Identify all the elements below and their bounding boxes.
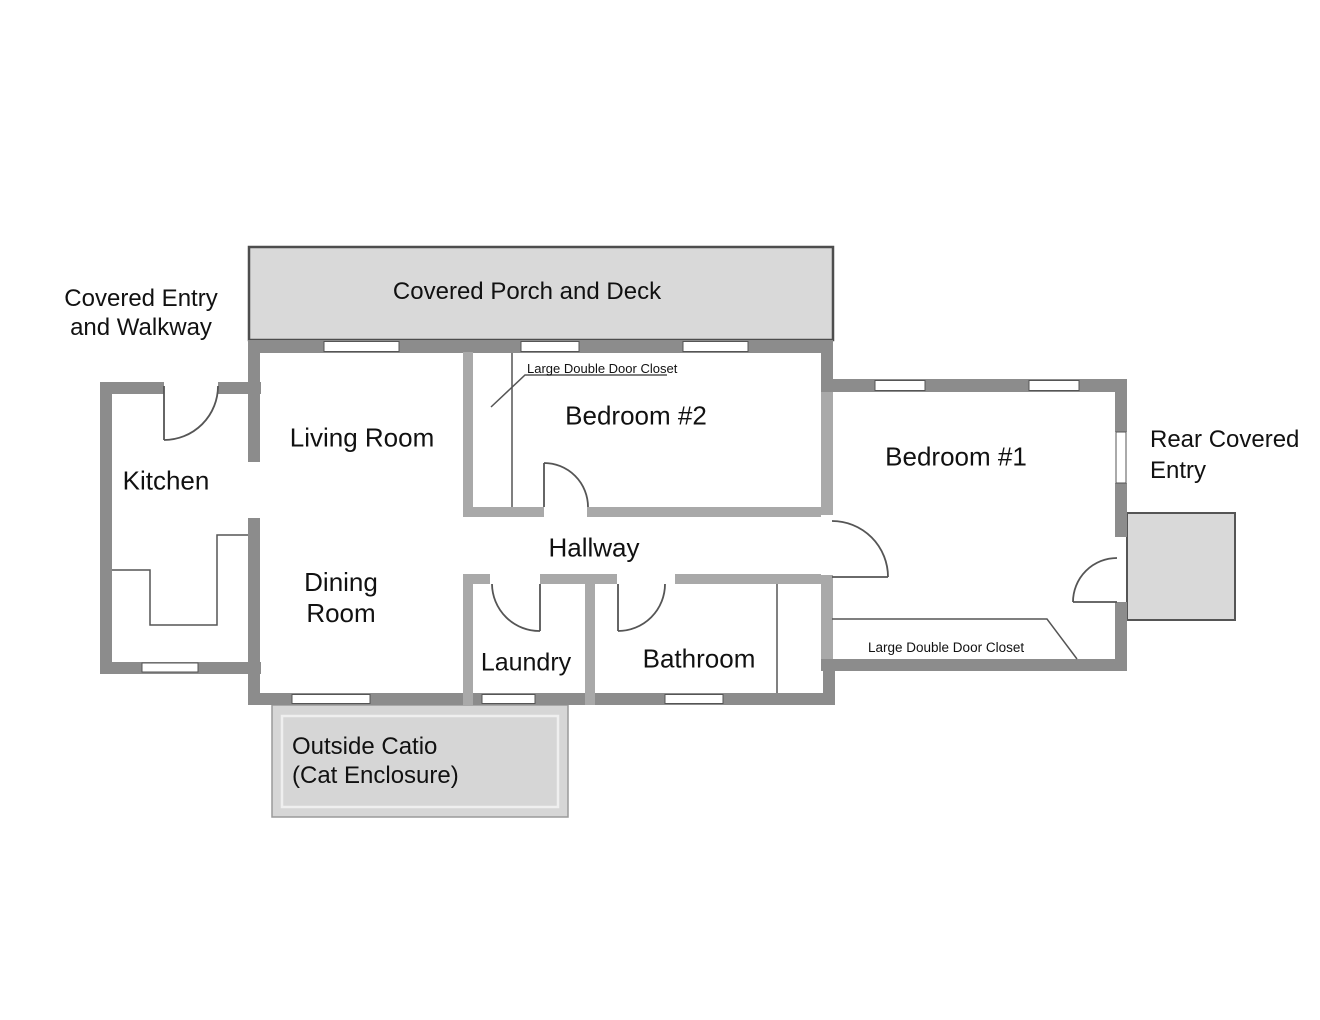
window [1028,380,1080,391]
catio-label: Outside Catio (Cat Enclosure) [292,733,459,789]
bathroom-label: Bathroom [642,643,756,674]
window [664,694,724,704]
bedroom2-closet-leader [490,374,667,408]
catio-area [271,704,569,818]
window [1115,431,1127,484]
covered-entry-label: Covered Entry and Walkway [64,285,218,341]
bedroom1-closet-label: Large Double Door Closet [868,640,1025,655]
windows [141,341,1127,704]
bedroom2-door [543,462,589,508]
bedroom2-label: Bedroom #2 [565,400,707,431]
rear-entry-door [1072,557,1118,603]
bedroom1-closet-front [832,618,1078,660]
rear-entry-pad [1126,512,1236,621]
window [682,341,749,352]
bedroom1-hallway-door [831,520,889,578]
bedroom2-closet-label: Large Double Door Closet [527,361,678,376]
kitchen-entry-door [163,385,219,441]
kitchen-counter [112,534,248,626]
porch-label: Covered Porch and Deck [392,278,662,305]
living-room-label: Living Room [289,422,435,453]
bathroom-door [617,583,666,632]
kitchen-label: Kitchen [122,465,210,496]
rear-entry-label: Rear Covered Entry [1150,426,1300,484]
bedroom1-label: Bedroom #1 [885,441,1027,472]
interior-walls [463,352,833,705]
dining-room-label: Dining Room [304,567,378,628]
window [481,694,536,704]
doors [163,385,1118,632]
fixtures [112,353,1078,693]
laundry-door [491,583,541,632]
window [874,380,926,391]
laundry-label: Laundry [480,648,572,677]
window [141,662,199,673]
covered-porch-area [247,245,835,342]
window [520,341,580,352]
window [323,341,400,352]
window [291,694,371,704]
hallway-label: Hallway [548,532,640,563]
